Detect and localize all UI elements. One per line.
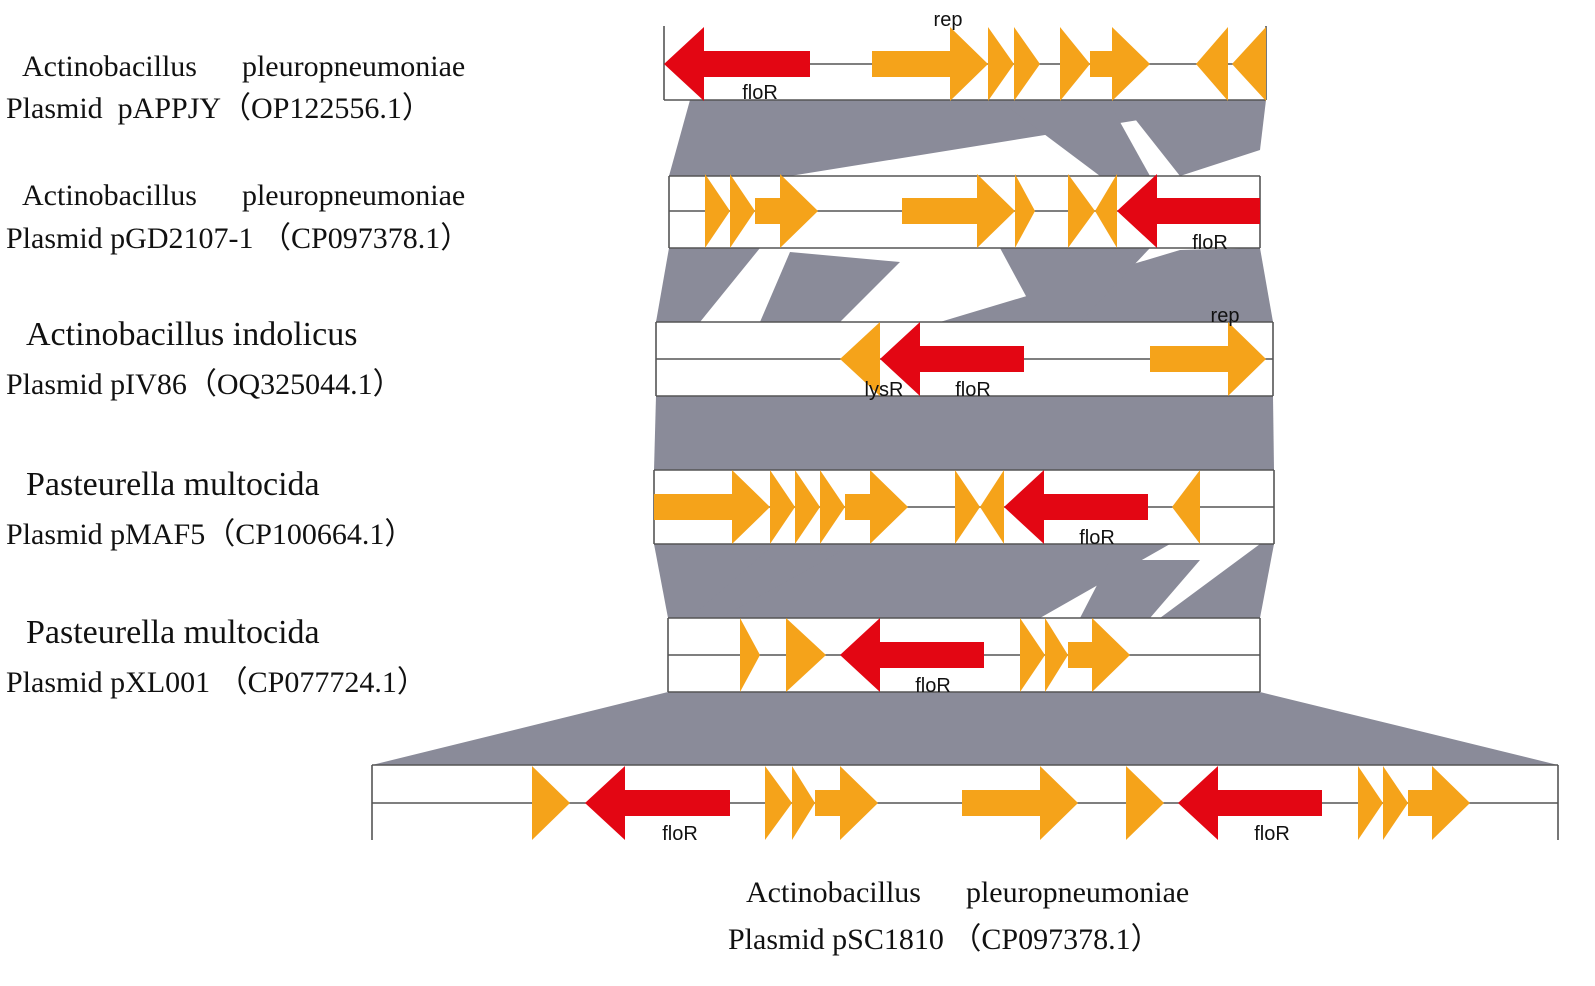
gene-label-rep: rep <box>934 9 963 31</box>
gene-arrow <box>1172 470 1200 544</box>
gene-arrow <box>532 766 570 840</box>
gene-arrow <box>820 470 845 544</box>
synteny-band <box>1120 100 1266 176</box>
gene-arrow <box>1408 766 1470 840</box>
gene-arrow <box>840 322 880 396</box>
gene-arrow <box>1095 174 1117 248</box>
gene-label-rep: rep <box>1211 305 1240 327</box>
synteny-band <box>1000 248 1150 322</box>
gene-arrow <box>815 766 878 840</box>
floR-gene-arrow <box>585 766 730 840</box>
gene-arrow <box>1015 174 1035 248</box>
plasmid-name: Plasmid pGD2107-1 （CP097378.1） <box>6 222 471 255</box>
plasmid-species: Pasteurella multocida <box>26 614 320 651</box>
synteny-band <box>656 248 760 322</box>
gene-arrow <box>654 470 770 544</box>
floR-gene-arrow <box>840 618 984 692</box>
gene-arrow <box>1150 322 1266 396</box>
floR-gene-arrow <box>880 322 1024 396</box>
synteny-band <box>1080 560 1200 618</box>
gene-arrow <box>1014 27 1040 101</box>
gene-arrow <box>845 470 908 544</box>
plasmid-name: Plasmid pAPPJY（OP122556.1） <box>6 92 432 125</box>
synteny-band <box>654 396 1274 470</box>
floR-gene-arrow <box>664 27 810 101</box>
plasmid-species: Actinobacillus pleuropneumoniae <box>22 50 466 83</box>
gene-label-floR: floR <box>662 823 698 845</box>
gene-arrow <box>792 766 815 840</box>
gene-arrow <box>705 174 730 248</box>
gene-label-lysR: lysR <box>865 379 904 401</box>
plasmid-name: Plasmid pIV86（OQ325044.1） <box>6 368 403 401</box>
gene-label-floR: floR <box>1254 823 1290 845</box>
floR-gene-arrow <box>1117 174 1260 248</box>
gene-arrow <box>980 470 1004 544</box>
gene-arrow <box>1068 174 1095 248</box>
gene-arrow <box>1232 27 1266 101</box>
gene-arrow <box>1090 27 1150 101</box>
gene-arrow <box>988 27 1014 101</box>
plasmid-name: Plasmid pMAF5（CP100664.1） <box>6 518 415 551</box>
gene-arrow <box>1358 766 1383 840</box>
synteny-band <box>1004 104 1150 176</box>
floR-gene-arrow <box>1004 470 1148 544</box>
gene-arrow <box>1196 27 1228 101</box>
gene-arrow <box>1060 27 1090 101</box>
floR-gene-arrow <box>1178 766 1322 840</box>
gene-arrow <box>1383 766 1408 840</box>
gene-arrow <box>1045 618 1068 692</box>
plasmid-name: Plasmid pXL001 （CP077724.1） <box>6 666 427 699</box>
gene-arrow <box>740 618 760 692</box>
gene-arrow <box>1068 618 1130 692</box>
plasmid-species: Actinobacillus indolicus <box>26 316 358 353</box>
synteny-bands <box>372 100 1558 765</box>
gene-arrow <box>770 470 795 544</box>
plasmid-species: Actinobacillus pleuropneumoniae <box>746 876 1190 909</box>
gene-arrow <box>1020 618 1045 692</box>
gene-arrows <box>532 27 1470 840</box>
gene-label-floR: floR <box>955 379 991 401</box>
gene-label-floR: floR <box>742 82 778 104</box>
gene-arrow <box>1126 766 1164 840</box>
gene-label-floR: floR <box>915 675 951 697</box>
plasmid-species: Pasteurella multocida <box>26 466 320 503</box>
gene-arrow <box>786 618 826 692</box>
gene-arrow <box>730 174 755 248</box>
gene-arrow <box>872 27 988 101</box>
gene-arrow <box>755 174 818 248</box>
plasmid-name: Plasmid pSC1810 （CP097378.1） <box>728 923 1161 956</box>
plasmid-species: Actinobacillus pleuropneumoniae <box>22 179 466 212</box>
gene-arrow <box>795 470 820 544</box>
synteny-band <box>760 252 900 322</box>
synteny-band <box>372 692 1558 765</box>
synteny-band <box>1160 544 1274 618</box>
gene-label-floR: floR <box>1079 527 1115 549</box>
gene-label-floR: floR <box>1192 232 1228 254</box>
gene-arrow <box>902 174 1015 248</box>
synteny-band <box>690 548 840 618</box>
gene-arrow <box>765 766 792 840</box>
gene-labels: rep floR floR rep lysR floR floR floR fl… <box>662 9 1290 845</box>
gene-arrow <box>962 766 1078 840</box>
gene-arrow <box>955 470 980 544</box>
